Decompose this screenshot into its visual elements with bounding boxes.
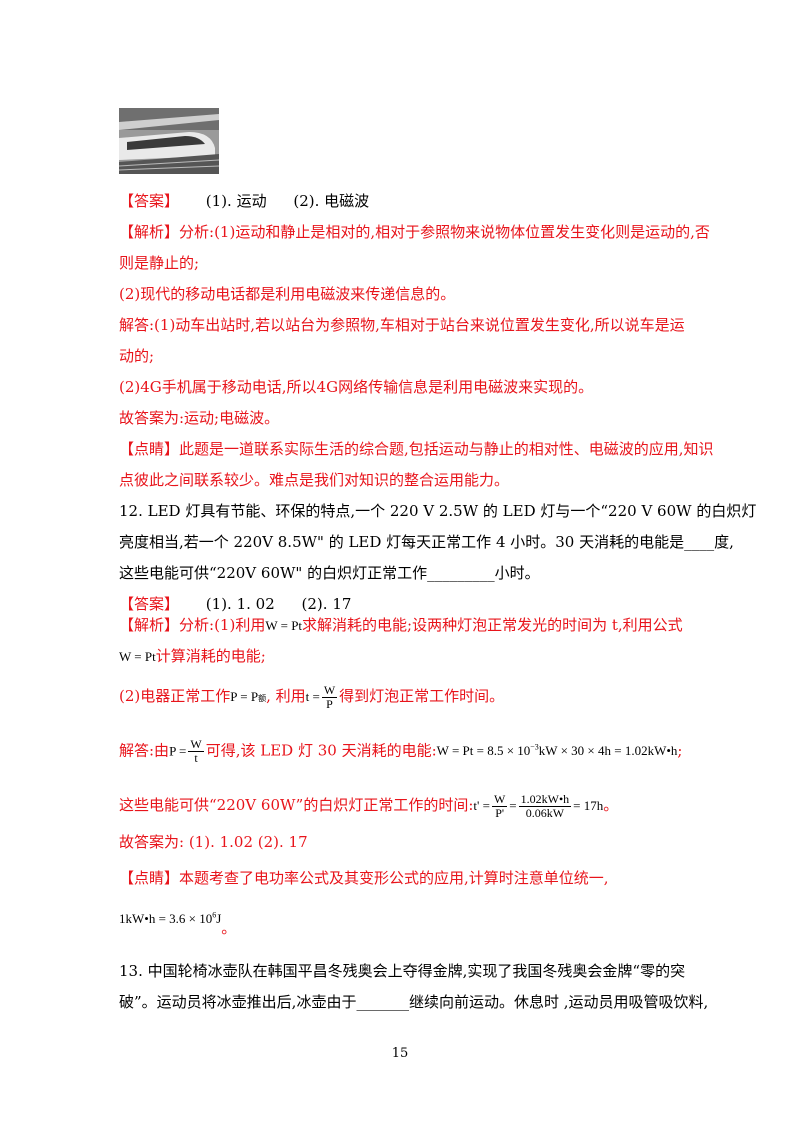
explanation-text: , 利用 [266,687,306,705]
formula-text: 1kW•h = 3.6 × 10 [119,911,213,927]
explanation-tag: 【解析】 [119,223,180,241]
comment-line: 【点睛】此题是一道联系实际生活的综合题,包括运动与静止的相对性、电磁波的应用,知… [119,439,714,459]
explanation-text: 。 [603,796,619,814]
explanation-text: 分析:(1)运动和静止是相对的,相对于参照物来说物体位置发生变化则是运动的,否 [179,223,710,241]
question-13-line: 13. 中国轮椅冰壶队在韩国平昌冬残奥会上夺得金牌,实现了我国冬残奥会金牌“零的… [119,962,686,980]
explanation-text: 这些电能可供“220V 60W”的白炽灯正常工作的时间: [119,796,474,814]
explanation-line: 故答案为:运动;电磁波。 [119,409,280,427]
formula-exponent: −3 [530,743,539,752]
comment-tag: 【点睛】 [119,869,180,887]
formula-w-pt: W = Pt [265,618,303,633]
formula-w-pt: W = Pt [119,649,156,664]
fraction-numerator: 1.02kW•h [518,791,572,807]
explanation-text: 得到灯泡正常工作时间。 [339,687,505,705]
formula-t-prime: t' = [473,798,490,813]
formula-text: J [216,911,222,927]
formula-energy-calc: W = Pt = 8.5 × 10−3kW × 30 × 4h = 1.02kW… [437,743,678,758]
comment-text: 本题考查了电功率公式及其变形公式的应用,计算时注意单位统一, [179,869,609,887]
comment-formula-line: 1kW•h = 3.6 × 106J。 [119,906,236,937]
question-12-line: 亮度相当,若一个 220V 8.5W" 的 LED 灯每天正常工作 4 小时。3… [119,533,734,551]
formula-p: P = [169,743,187,759]
comment-line: 【点睛】本题考查了电功率公式及其变形公式的应用,计算时注意单位统一, [119,868,609,888]
answer-tag: 【答案】 [119,595,180,613]
formula-p-rated: P = P额 [230,689,266,704]
explanation-line: 故答案为: (1). 1.02 (2). 17 [119,833,308,851]
formula-text: W = Pt = 8.5 × 10 [436,743,531,759]
formula-exponent: 6 [212,911,217,920]
answer-2: (2). 电磁波 [293,192,370,210]
explanation-line: 【解析】分析:(1)运动和静止是相对的,相对于参照物来说物体位置发生变化则是运动… [119,222,710,242]
explanation-text: 解答:由 [119,741,170,760]
formula-kwh-joule: 1kW•h = 3.6 × 106J [119,911,221,926]
question-12-line: 这些电能可供“220V 60W" 的白炽灯正常工作_________小时。 [119,564,540,582]
comment-text: 。 [221,919,237,938]
explanation-text: 分析:(1)利用 [179,616,266,634]
explanation-text: 求解消耗的电能;设两种灯泡正常发光的时间为 t,利用公式 [302,616,683,634]
answer-2: (2). 17 [301,595,352,613]
explanation-text: (2)电器正常工作 [119,687,231,705]
explanation-text: 计算消耗的电能; [155,647,266,665]
explanation-line: 动的; [119,347,155,365]
question-12-line: 12. LED 灯具有节能、环保的特点,一个 220 V 2.5W 的 LED … [119,502,757,520]
answer-line-11: 【答案】 (1). 运动 (2). 电磁波 [119,191,369,211]
fraction-denominator: t [194,750,198,765]
explanation-line: 解答:(1)动车出站时,若以站台为参照物,车相对于站台来说位置发生变化,所以说车… [119,316,685,334]
answer-1: (1). 运动 [205,192,267,210]
explanation-line: W = Pt计算消耗的电能; [119,646,266,667]
formula-subscript: 额 [258,694,267,703]
explanation-tag: 【解析】 [119,616,180,634]
explanation-line: 【解析】分析:(1)利用W = Pt求解消耗的电能;设两种灯泡正常发光的时间为 … [119,615,683,636]
question-13-line: 破”。运动员将冰壶推出后,冰壶由于_______继续向前运动。休息时 ,运动员用… [119,993,709,1011]
comment-line: 点彼此之间联系较少。难点是我们对知识的整合运用能力。 [119,471,510,489]
comment-text: 此题是一道联系实际生活的综合题,包括运动与静止的相对性、电磁波的应用,知识 [179,440,714,458]
formula-result: = 17h [573,798,604,813]
explanation-text: 可得,该 LED 灯 30 天消耗的电能: [205,741,437,760]
formula-text: P = P [230,689,259,704]
fraction-denominator: P [326,696,333,711]
fraction-numerator: W [188,736,204,752]
fraction-denominator: P' [495,805,505,820]
formula-text: kW × 30 × 4h = 1.02kW•h [538,743,678,759]
fraction-denominator: 0.06kW [525,805,565,820]
formula-t: t = [305,689,320,704]
train-photo [118,108,220,174]
comment-tag: 【点睛】 [119,440,180,458]
explanation-line: 则是静止的; [119,254,200,272]
fraction-numerator: W [491,791,508,807]
page-number: 15 [391,1046,409,1061]
explanation-line: (2)4G手机属于移动电话,所以4G网络传输信息是利用电磁波来实现的。 [119,378,594,396]
fraction-numerator: W [321,682,338,698]
answer-line-12: 【答案】 (1). 1. 02 (2). 17 [119,594,351,614]
explanation-line: (2)现代的移动电话都是利用电磁波来传递信息的。 [119,285,456,303]
answer-tag: 【答案】 [119,192,180,210]
answer-1: (1). 1. 02 [205,595,275,613]
explanation-text: ; [677,741,683,760]
